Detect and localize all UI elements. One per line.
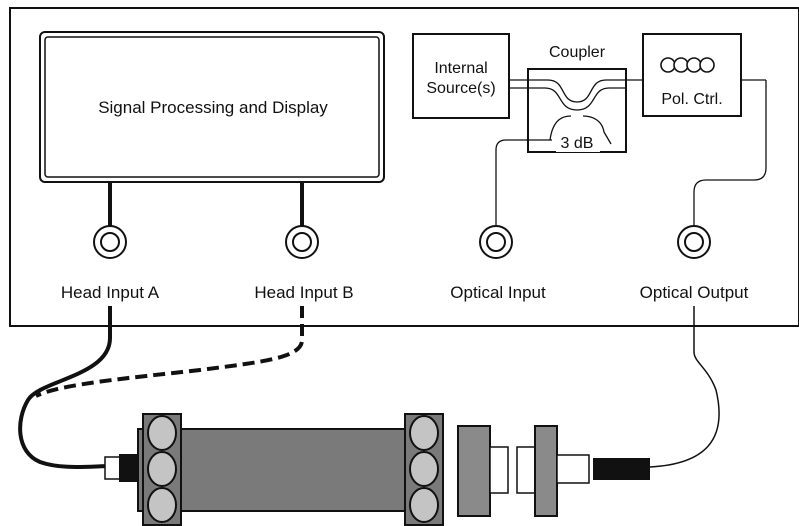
optical-input-internal-fiber: [495, 139, 528, 226]
source-label-line2: Source(s): [426, 80, 495, 97]
display-label: Signal Processing and Display: [98, 98, 328, 117]
head-input-b-port[interactable]: [285, 225, 319, 259]
port-label-head-input-b: Head Input B: [254, 283, 353, 302]
measurement-head-module: [104, 413, 444, 526]
connector-sleeve-left: [489, 446, 509, 494]
coupler-lower-fiber: [509, 87, 626, 111]
connector-sleeve-right: [516, 446, 536, 494]
coupler-bottom-right-arc: [582, 115, 612, 145]
connector-ferrule: [556, 454, 590, 484]
source-label-line1: Internal: [434, 60, 487, 77]
cable-connector-tip: [104, 456, 122, 480]
polarization-loops-icon: [660, 57, 715, 73]
coupler-title: Coupler: [549, 44, 606, 61]
cable-connector-boot: [119, 454, 137, 482]
coupler-ratio-label: 3 dB: [561, 135, 594, 152]
optical-output-port[interactable]: [677, 225, 711, 259]
internal-source-box: Internal Source(s): [412, 33, 510, 119]
module-body: [137, 428, 442, 512]
display-box: Signal Processing and Display: [39, 31, 385, 183]
optical-output-cable: [649, 306, 720, 468]
coupler-bottom-left-arc: [549, 115, 572, 141]
port-label-head-input-a: Head Input A: [61, 283, 160, 302]
left-rollers: [147, 415, 177, 523]
right-rollers: [409, 415, 439, 523]
port-label-optical-input: Optical Input: [450, 283, 546, 302]
connector-flange-left: [457, 425, 491, 517]
connector-flange-right: [534, 425, 558, 517]
head-b-cable: [35, 306, 304, 398]
head-a-cable: [18, 306, 113, 469]
coupler: Coupler 3 dB: [509, 44, 766, 153]
optical-output-internal-fiber: [693, 80, 767, 226]
port-label-optical-output: Optical Output: [640, 283, 749, 302]
polarization-controller: Pol. Ctrl.: [642, 33, 742, 117]
coupler-upper-fiber: [509, 79, 766, 103]
polarization-label: Pol. Ctrl.: [661, 91, 722, 108]
fiber-connector-boot: [593, 458, 650, 480]
optical-connector-assembly: [457, 425, 650, 517]
optical-input-port[interactable]: [479, 225, 513, 259]
head-input-a-port[interactable]: [93, 225, 127, 259]
